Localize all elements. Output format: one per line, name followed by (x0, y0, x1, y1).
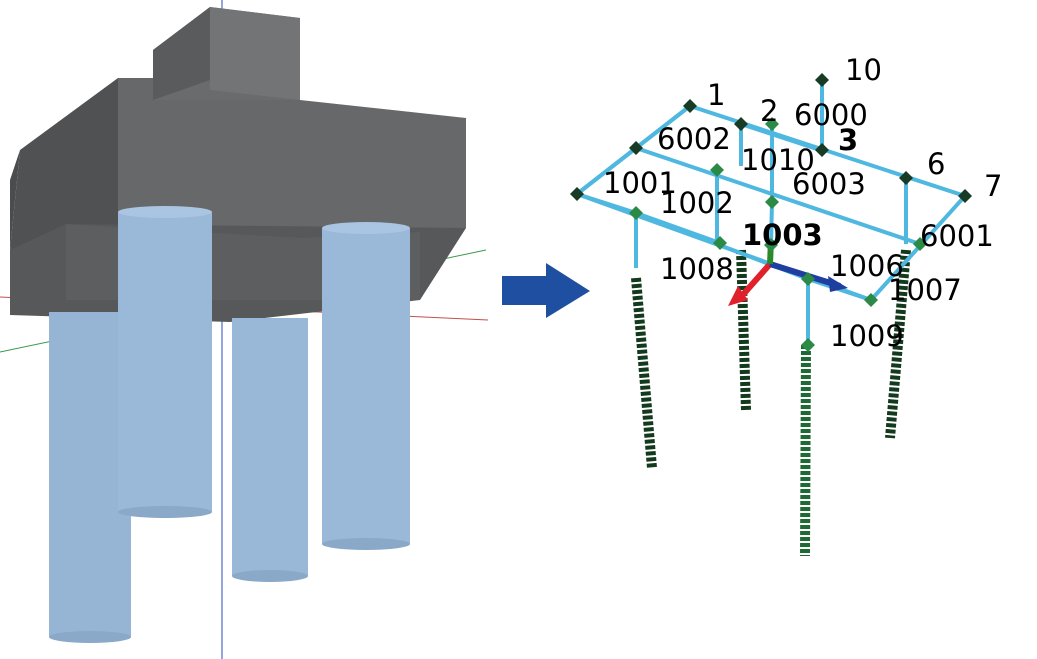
label-node-1010: 1010 (741, 143, 815, 177)
pile-line (736, 249, 751, 411)
label-node-3: 3 (838, 123, 858, 157)
cap-front (118, 78, 466, 238)
pile-line (885, 249, 911, 439)
node-marker (683, 99, 697, 113)
label-node-1007: 1007 (888, 273, 962, 307)
node-marker (913, 237, 927, 251)
pile-line (800, 344, 811, 557)
node-marker (765, 195, 779, 209)
node-marker (801, 338, 815, 352)
label-node-7: 7 (984, 169, 1002, 203)
label-node-6000: 6000 (794, 98, 868, 132)
frame-nodes (570, 73, 972, 352)
label-node-6002: 6002 (657, 122, 731, 156)
label-node-1008: 1008 (660, 252, 734, 286)
node-marker (864, 293, 878, 307)
local-x-arrowhead (728, 286, 748, 306)
pile-front-left (49, 312, 131, 643)
cap-left-side (10, 78, 118, 250)
node-labels: 1 2 10 6000 6002 3 1010 6 7 6003 1001 10… (603, 53, 1002, 353)
pedestal-side (153, 7, 210, 100)
solid-model (0, 0, 489, 659)
node-marker (570, 187, 584, 201)
node-marker (629, 141, 643, 155)
label-node-1006: 1006 (830, 249, 904, 283)
pedestal-front (210, 7, 300, 100)
right-arrow-icon (502, 263, 590, 318)
pile-back-left (118, 206, 212, 518)
node-marker (815, 143, 829, 157)
node-marker (629, 206, 643, 220)
pile-lines (631, 249, 911, 557)
label-node-1003: 1003 (742, 218, 823, 252)
node-marker (734, 117, 748, 131)
label-node-6003: 6003 (792, 167, 866, 201)
label-node-1009: 1009 (830, 319, 904, 353)
node-marker (815, 73, 829, 87)
local-x-axis (737, 262, 773, 300)
node-marker (958, 189, 972, 203)
local-z-arrowhead (828, 276, 848, 292)
node-marker (764, 238, 778, 252)
label-node-1001: 1001 (603, 166, 677, 200)
node-marker (899, 171, 913, 185)
pile-front-right (232, 318, 308, 582)
frame-model: 1 2 10 6000 6002 3 1010 6 7 6003 1001 10… (570, 53, 1002, 557)
label-node-2: 2 (760, 94, 778, 128)
node-marker (710, 163, 724, 177)
node-marker (713, 236, 727, 250)
label-node-1: 1 (707, 78, 725, 112)
pile-line (631, 277, 657, 469)
label-node-6001: 6001 (920, 219, 994, 253)
label-node-1002: 1002 (660, 186, 734, 220)
pile-back-right (322, 222, 410, 550)
node-marker (801, 272, 815, 286)
label-node-6: 6 (927, 147, 945, 181)
label-node-10: 10 (845, 53, 882, 87)
cap-edge (10, 150, 20, 250)
node-marker (765, 117, 779, 131)
